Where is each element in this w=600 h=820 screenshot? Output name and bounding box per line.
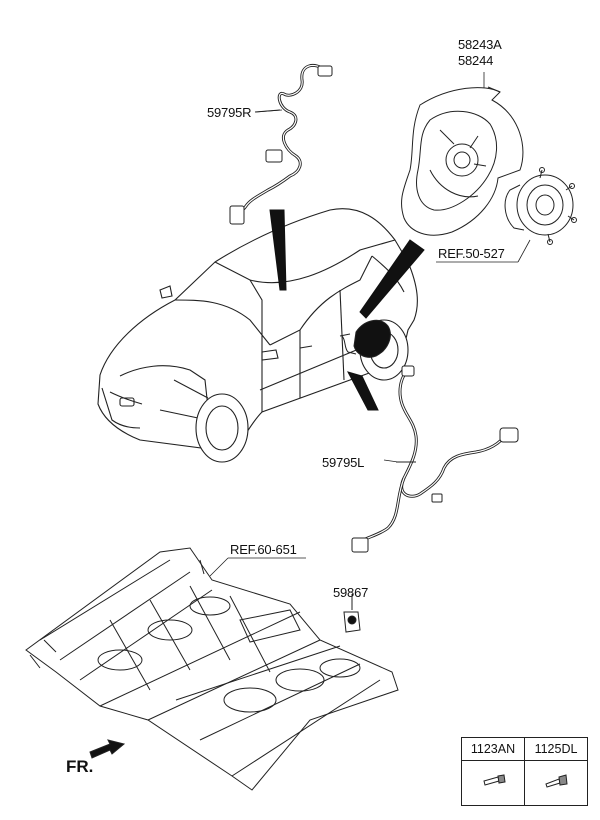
label-59867: 59867 [333,585,369,600]
part-cell-1123an[interactable] [461,760,525,806]
label-ref-60-651: REF.60-651 [230,542,297,557]
label-58244: 58244 [458,53,494,68]
bolt-icon [483,773,506,786]
part-header-1125dl: 1125DL [524,737,588,761]
sensor-clip[interactable] [343,594,361,633]
front-direction-label: FR. [66,757,94,776]
floor-panel-assembly [25,547,399,791]
leader-lines [209,72,531,577]
part-cell-1125dl[interactable] [524,760,588,806]
label-58243a: 58243A [458,37,502,52]
callout-pointers [269,209,425,411]
brake-dust-shield[interactable] [401,86,524,236]
screw-icon [545,773,568,788]
label-59795r: 59795R [207,105,252,120]
wheel-speed-sensor-right[interactable] [229,63,333,225]
wheel-hub-bearing[interactable] [504,167,577,245]
part-header-1123an: 1123AN [461,737,525,761]
wheel-speed-sensor-left[interactable] [351,365,519,553]
label-59795l: 59795L [322,455,365,470]
parts-table: 1123AN 1125DL [461,737,588,806]
front-arrow-icon [89,739,126,759]
label-ref-50-527: REF.50-527 [438,246,505,261]
rear-brake-disc [341,319,391,358]
